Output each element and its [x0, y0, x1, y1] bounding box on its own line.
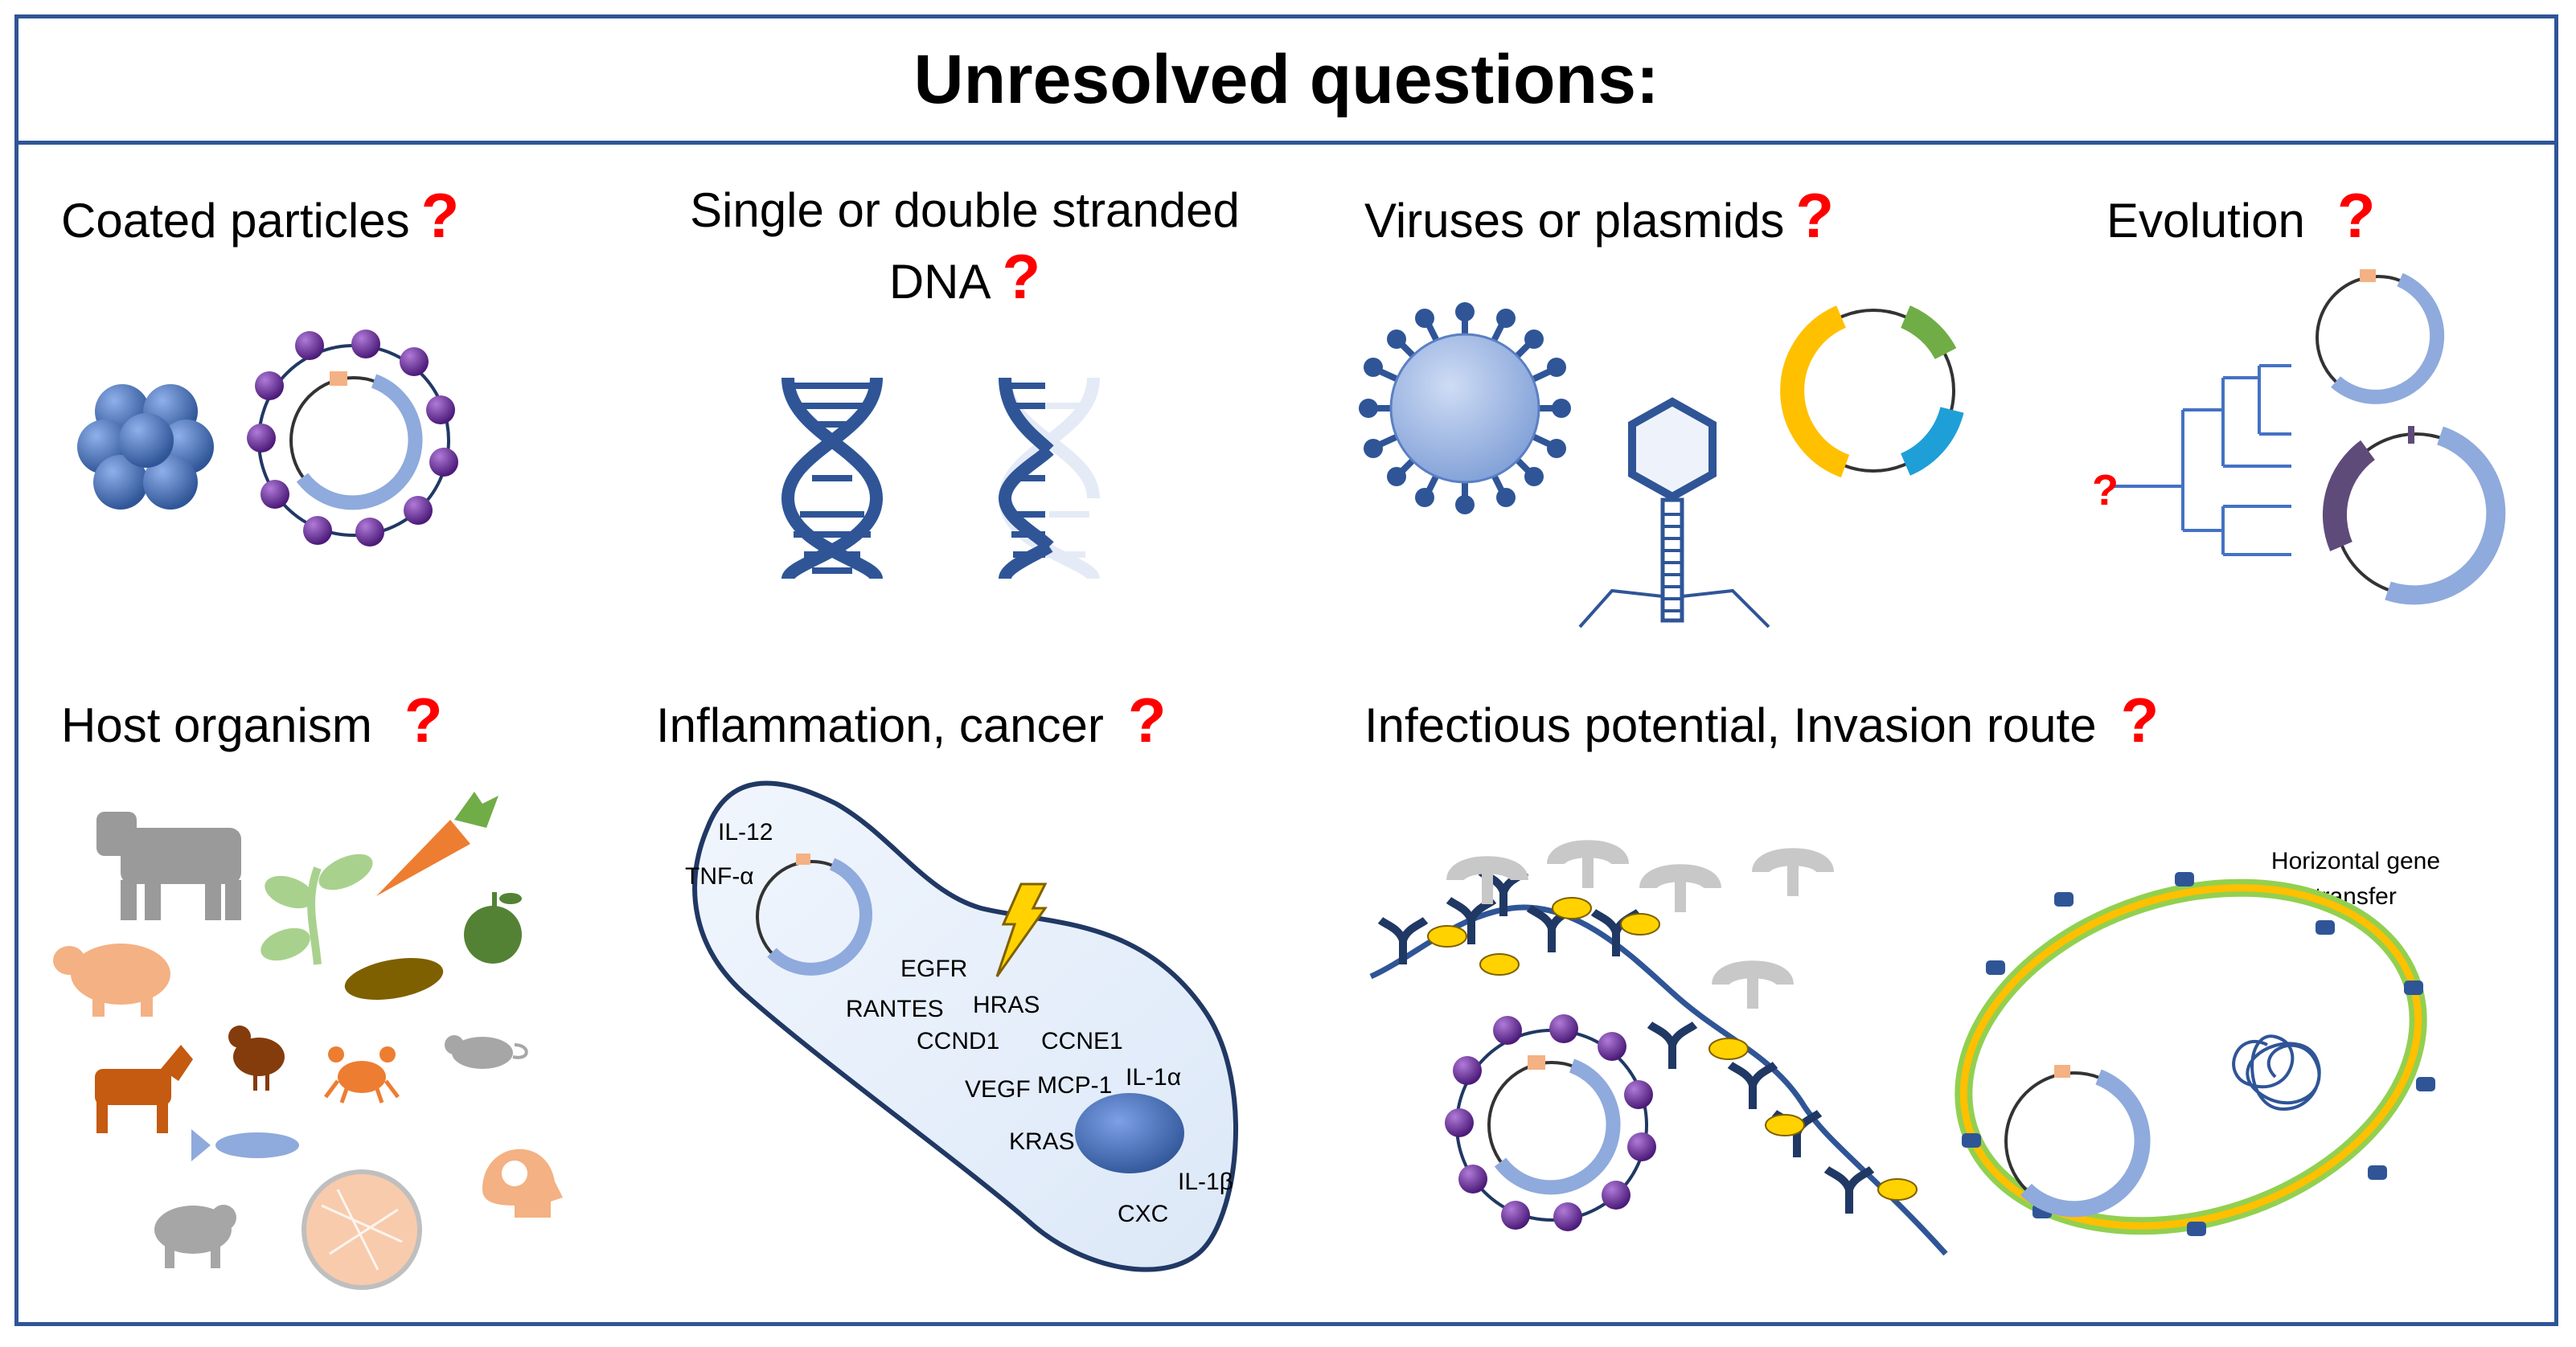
apple-icon — [464, 892, 522, 964]
label-dna: Single or double stranded DNA? — [643, 182, 1286, 315]
label-text: DNA — [888, 255, 991, 309]
label-inflammation: Inflammation, cancer? — [656, 683, 1167, 759]
receptor-group — [1377, 840, 1918, 1214]
chicken-icon — [228, 1026, 285, 1091]
mouse-icon — [445, 1035, 528, 1069]
label-infectious: Infectious potential, Invasion route? — [1364, 683, 2159, 759]
single-strand-dna-icon — [998, 377, 1100, 581]
receptor-icon — [1647, 1021, 1698, 1069]
fish-icon — [191, 1129, 299, 1161]
goat-icon — [95, 1045, 193, 1133]
infection-plasmid-icon — [1445, 1014, 1656, 1231]
label-text: Inflammation, cancer — [656, 698, 1104, 752]
cell-plasmid-icon — [756, 854, 872, 976]
petri-dish-icon — [301, 1169, 422, 1290]
label-coated-particles: Coated particles? — [61, 178, 459, 254]
antibody-icon — [1639, 864, 1721, 912]
host-icons — [53, 792, 563, 1290]
plasmid-icon — [1780, 305, 1964, 478]
sheep-icon — [154, 1205, 236, 1268]
evolution-plasmid-small-icon — [2316, 269, 2445, 404]
header: Unresolved questions: — [14, 14, 2558, 145]
lightning-icon — [995, 882, 1048, 977]
tree-question-icon: ? — [2092, 466, 2119, 514]
cell-marker-label: TNF-α — [685, 863, 754, 890]
cell-marker-label: IL-1β — [1178, 1169, 1233, 1195]
evolution-plasmid-large-icon — [2322, 426, 2506, 605]
potato-icon — [344, 958, 444, 1000]
carrot-icon — [376, 792, 498, 896]
cell-marker-label: MCP-1 — [1037, 1072, 1112, 1099]
double-strand-dna-icon — [781, 377, 884, 581]
cell-marker-label: VEGF — [965, 1076, 1031, 1103]
phylogenetic-tree-icon — [2110, 364, 2291, 556]
question-mark-icon: ? — [420, 180, 460, 251]
label-text: Evolution — [2106, 194, 2305, 248]
question-mark-icon: ? — [1002, 241, 1041, 312]
label-evolution: Evolution? — [2106, 178, 2375, 254]
antibody-icon — [1752, 848, 1834, 896]
pig-icon — [53, 944, 170, 1017]
chromosome-icon — [2232, 1034, 2321, 1112]
label-host-organism: Host organism? — [61, 683, 442, 759]
label-text: Single or double stranded — [690, 183, 1240, 237]
coated-plasmid-icon — [247, 330, 458, 547]
hgt-plasmid-icon — [2004, 1065, 2151, 1218]
receptor-icon — [1823, 1165, 1875, 1214]
plant-sprout-icon — [260, 854, 373, 965]
receptor-icon — [1727, 1061, 1778, 1109]
label-text: Host organism — [61, 698, 372, 752]
bacterium-icon — [1955, 872, 2435, 1236]
question-mark-icon: ? — [2120, 685, 2160, 755]
question-mark-icon: ? — [404, 685, 443, 755]
label-viruses-plasmids: Viruses or plasmids? — [1364, 178, 1834, 254]
cell-marker-label: CCND1 — [917, 1028, 999, 1054]
hgt-label: Horizontal gene transfer — [2235, 844, 2476, 914]
cell-marker-label: CXC — [1118, 1201, 1168, 1227]
antibody-icon — [1712, 960, 1794, 1009]
ligand-icon — [1765, 1114, 1805, 1136]
cell-marker-label: KRAS — [1009, 1128, 1075, 1155]
label-text: Coated particles — [61, 194, 410, 248]
receptor-icon — [1377, 916, 1429, 964]
cell-marker-label: HRAS — [973, 992, 1040, 1018]
question-mark-icon: ? — [1795, 180, 1835, 251]
antibody-icon — [1446, 856, 1528, 904]
cell-icon — [692, 780, 1238, 1272]
cow-icon — [96, 812, 241, 920]
cell-marker-label: IL-12 — [718, 819, 773, 845]
cell-marker-label: IL-1α — [1126, 1064, 1181, 1091]
ligand-icon — [1877, 1178, 1918, 1201]
human-head-icon — [482, 1148, 563, 1218]
ligand-icon — [1552, 897, 1592, 919]
question-mark-icon: ? — [1127, 685, 1167, 755]
antibody-icon — [1547, 840, 1629, 888]
ligand-icon — [1427, 925, 1467, 948]
ligand-icon — [1620, 913, 1660, 936]
cell-marker-label: RANTES — [846, 996, 944, 1022]
hgt-line1: Horizontal gene — [2270, 848, 2441, 874]
virus-icon — [1359, 302, 1571, 514]
particle-cluster-icon — [77, 384, 214, 510]
page-title: Unresolved questions: — [913, 40, 1659, 118]
ligand-icon — [1708, 1038, 1749, 1060]
cell-marker-label: EGFR — [900, 956, 967, 982]
cell-marker-label: CCNE1 — [1041, 1028, 1123, 1054]
bacteriophage-icon — [1578, 397, 1770, 628]
label-text: Viruses or plasmids — [1364, 194, 1785, 248]
ligand-icon — [1479, 953, 1520, 976]
label-text: Infectious potential, Invasion route — [1364, 698, 2097, 752]
question-mark-icon: ? — [2336, 180, 2376, 251]
crab-icon — [324, 1046, 400, 1103]
